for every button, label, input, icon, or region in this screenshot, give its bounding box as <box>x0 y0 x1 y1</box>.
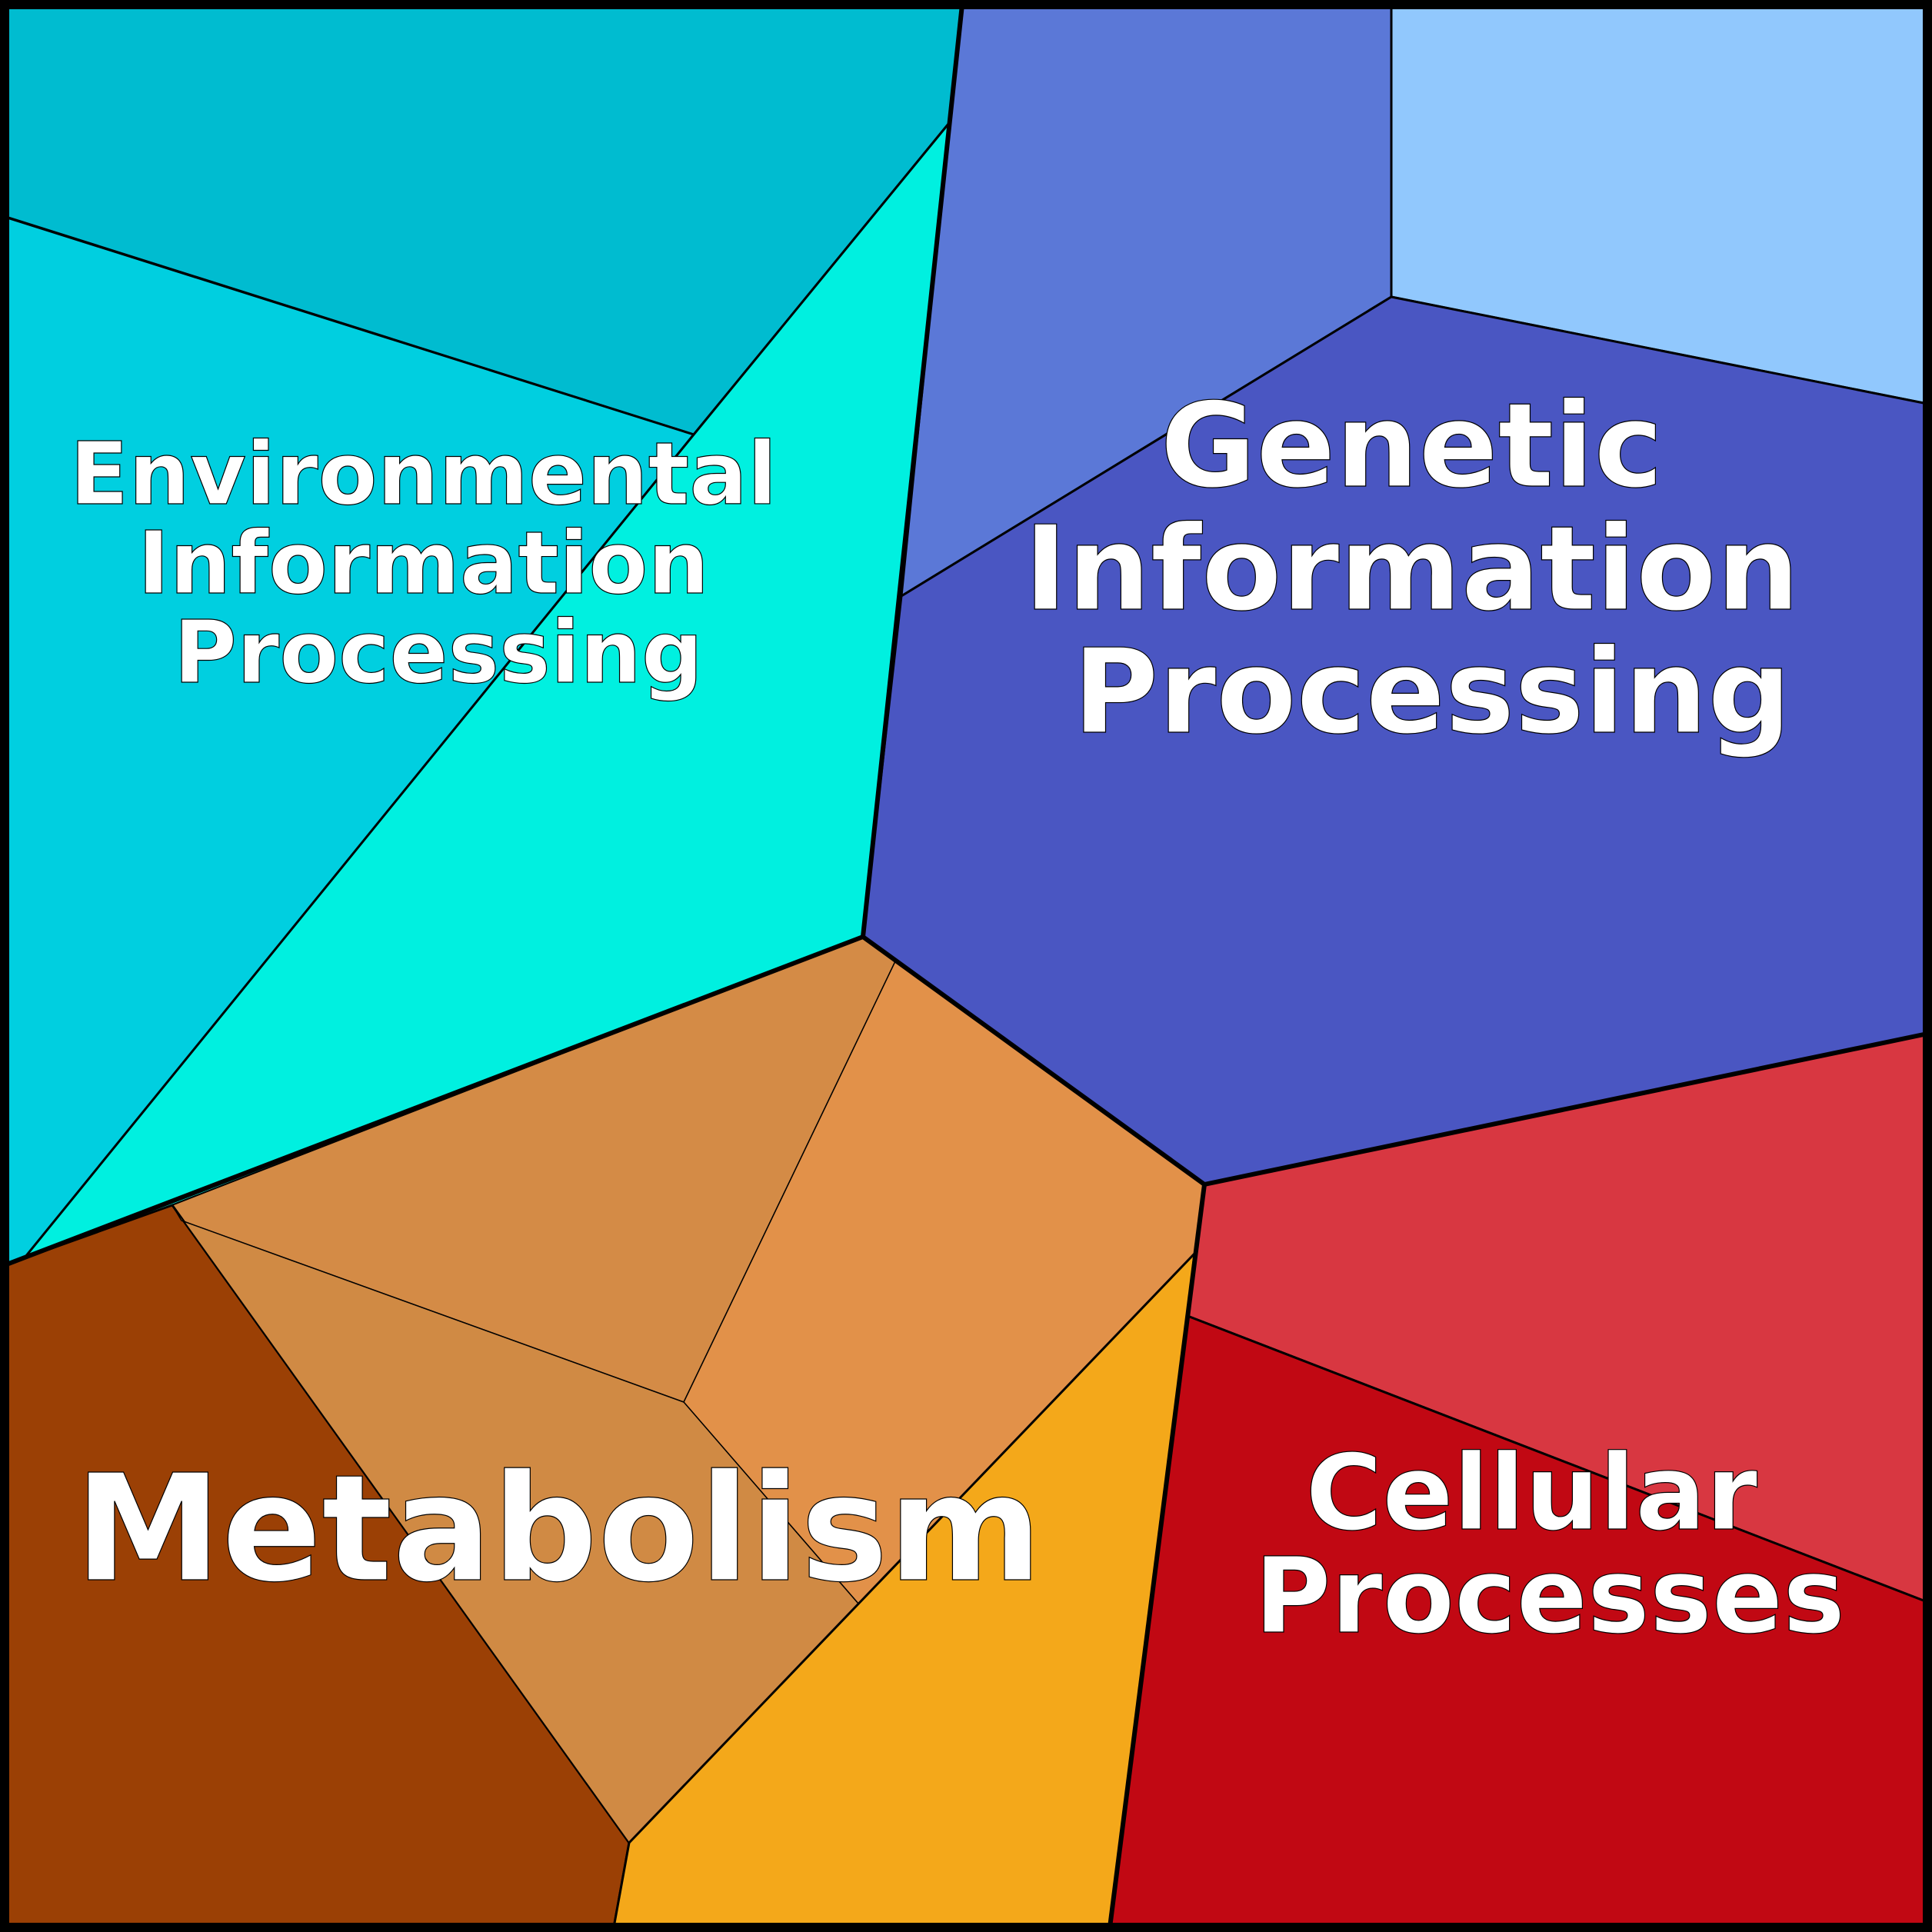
label-environmental: Environmental Information Processing <box>70 425 807 703</box>
label-environmental-line-2: Information <box>138 514 709 614</box>
label-environmental-line-3: Processing <box>174 603 703 703</box>
label-cellular-line-2: Processes <box>1254 1536 1845 1657</box>
category-border-metabolism-cellular <box>1108 1184 1207 1928</box>
category-border-env-genetic <box>861 4 964 938</box>
category-border-env-metabolism <box>3 934 864 1267</box>
label-genetic-line-2: Information <box>1024 501 1800 637</box>
label-environmental-line-1: Environmental <box>70 425 777 525</box>
label-cellular: Cellular Processes <box>1254 1433 1845 1657</box>
met-cell-center[interactable] <box>172 1204 860 1844</box>
category-border-genetic-cellular <box>1204 1031 1928 1187</box>
label-metabolism: Metabolism <box>75 1444 1042 1615</box>
label-cellular-line-1: Cellular <box>1306 1433 1758 1554</box>
label-genetic-line-1: Genetic <box>1161 378 1664 514</box>
label-genetic: Genetic Information Processing <box>1024 378 1840 760</box>
category-border-genetic-metabolism <box>861 934 1206 1187</box>
label-metabolism-line-1: Metabolism <box>75 1444 1042 1615</box>
label-genetic-line-3: Processing <box>1073 624 1791 760</box>
